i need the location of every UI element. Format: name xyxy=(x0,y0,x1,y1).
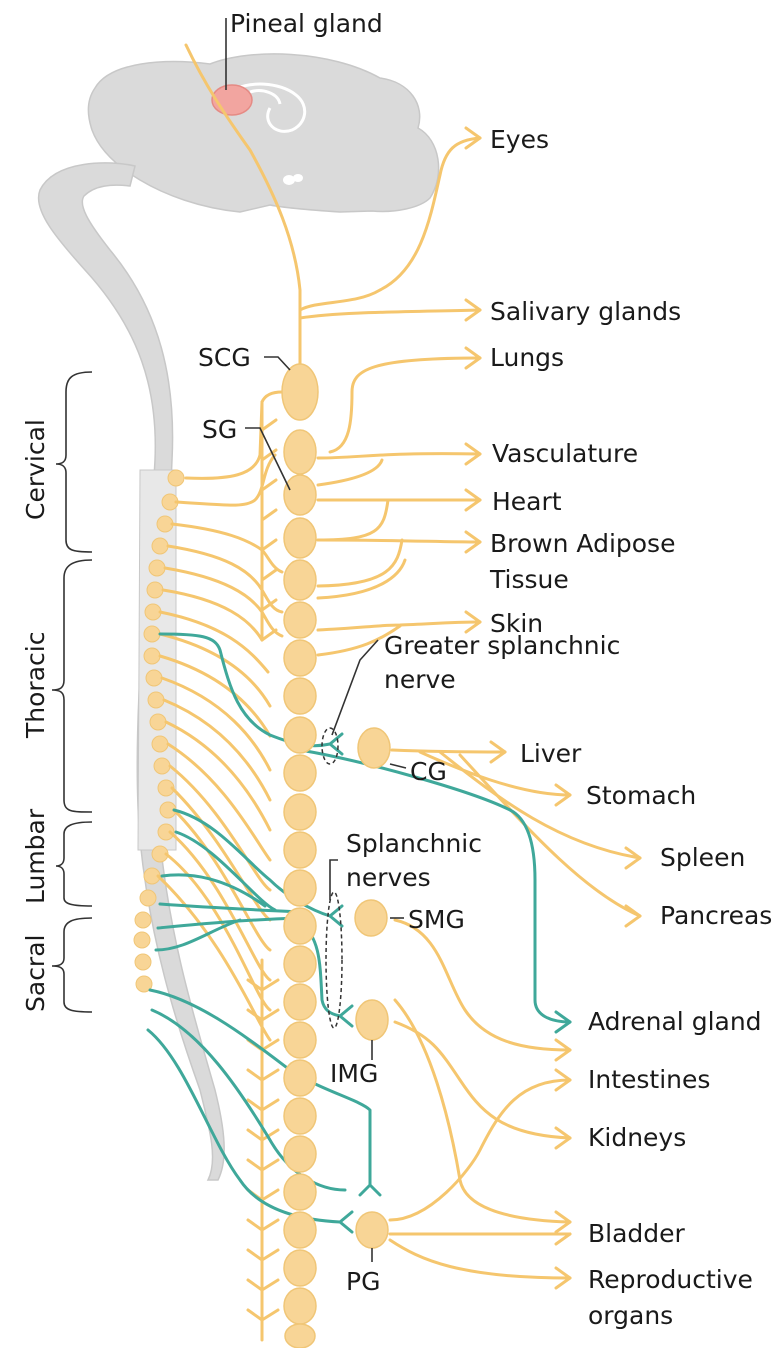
target-heart: Heart xyxy=(492,487,562,516)
label-greater-splanchnic-2: nerve xyxy=(384,665,456,694)
target-skin: Skin xyxy=(490,609,543,638)
region-label-sacral: Sacral xyxy=(21,935,50,1012)
pineal-gland xyxy=(212,85,252,115)
target-intestines: Intestines xyxy=(588,1065,710,1094)
celiac-ganglion xyxy=(358,728,390,768)
label-img: IMG xyxy=(330,1059,378,1088)
target-liver: Liver xyxy=(520,739,582,768)
region-label-lumbar: Lumbar xyxy=(21,808,50,904)
label-cg: CG xyxy=(410,757,447,786)
label-scg: SCG xyxy=(198,343,251,372)
target-bladder: Bladder xyxy=(588,1219,686,1248)
label-sg: SG xyxy=(202,415,237,444)
pelvic-ganglion xyxy=(356,1212,388,1248)
target-reproductive-2: organs xyxy=(588,1301,673,1330)
sympathetic-chain xyxy=(282,364,318,1348)
label-smg: SMG xyxy=(408,905,465,934)
target-stomach: Stomach xyxy=(586,781,696,810)
inferior-mesenteric-ganglion xyxy=(356,1000,388,1040)
target-kidneys: Kidneys xyxy=(588,1123,686,1152)
spinal-cord xyxy=(39,163,225,1180)
brain xyxy=(88,54,438,212)
label-pineal-gland: Pineal gland xyxy=(230,9,383,38)
target-lungs: Lungs xyxy=(490,343,564,372)
region-label-cervical: Cervical xyxy=(21,419,50,520)
region-label-thoracic: Thoracic xyxy=(21,632,50,739)
target-vasculature: Vasculature xyxy=(492,439,638,468)
label-splanchnic-nerves-2: nerves xyxy=(346,863,431,892)
superior-mesenteric-ganglion xyxy=(355,900,387,936)
label-pg: PG xyxy=(346,1267,380,1296)
target-pancreas: Pancreas xyxy=(660,901,772,930)
target-salivary-glands: Salivary glands xyxy=(490,297,681,326)
target-adrenal-gland: Adrenal gland xyxy=(588,1007,762,1036)
region-brackets xyxy=(52,372,92,1012)
target-brown-adipose-1: Brown Adipose xyxy=(490,529,675,558)
target-reproductive-1: Reproductive xyxy=(588,1265,753,1294)
target-brown-adipose-2: Tissue xyxy=(489,565,569,594)
target-spleen: Spleen xyxy=(660,843,745,872)
label-splanchnic-nerves-1: Splanchnic xyxy=(346,829,482,858)
target-eyes: Eyes xyxy=(490,125,549,154)
